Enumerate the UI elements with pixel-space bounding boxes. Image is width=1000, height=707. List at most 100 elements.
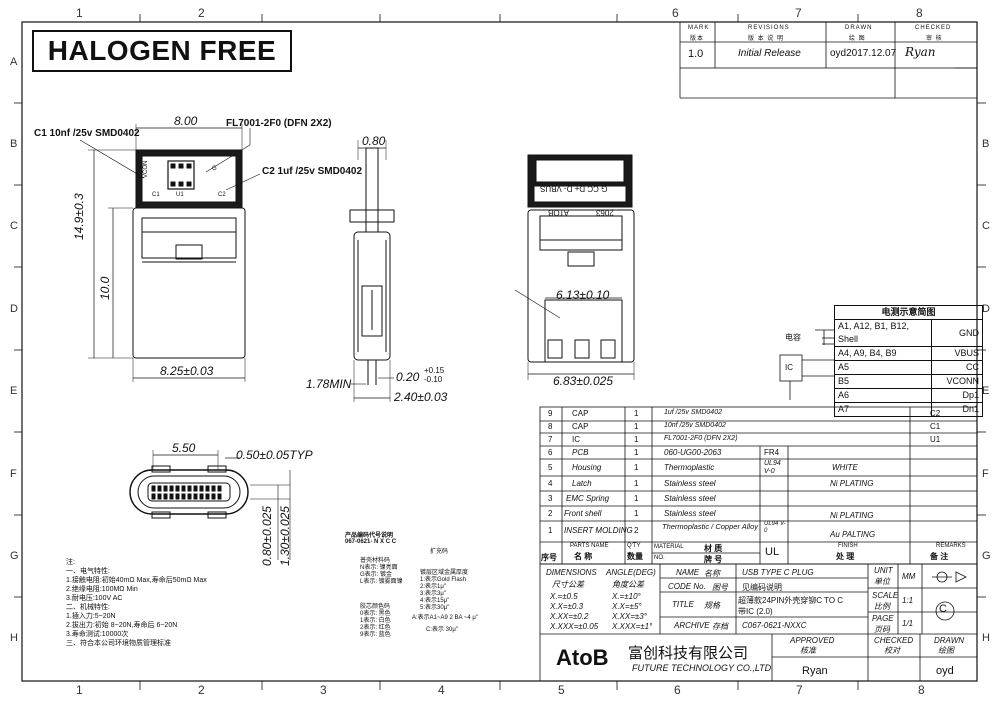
rev-drawn-value: oyd2017.12.07 xyxy=(830,48,897,59)
bom-qty: 1 xyxy=(634,422,639,431)
ordering-col2: 镀层区域金属厚度 1:表示Gold Flash 2:表示1μ" 3:表示3μ" … xyxy=(420,570,468,612)
legend-signal: CC xyxy=(931,360,983,375)
note-line: 三、符合本公司环境物质管理标准 xyxy=(66,640,171,647)
bom-material: 1uf /25v SMD0402 xyxy=(664,409,722,416)
tb-name-value: USB TYPE C PLUG xyxy=(742,568,814,577)
tb-angle-cn: 角度公差 xyxy=(612,580,644,589)
back-atob: ATOB xyxy=(548,208,570,217)
bom-hdr-remarks: REMARKS xyxy=(936,543,966,549)
bom-name: IC xyxy=(572,435,580,444)
ordering-col5: C:表示 30μ" xyxy=(426,627,458,633)
bom-hdr-finish: FINISH xyxy=(838,543,858,549)
rev-description: Initial Release xyxy=(738,48,801,59)
tb-drawn-label-cn: 绘图 xyxy=(938,646,954,655)
bom-name: EMC Spring xyxy=(566,494,610,503)
bom-hdr-material: MATERIAL xyxy=(654,544,684,550)
bom-hdr-remarks-cn: 备 注 xyxy=(930,552,949,561)
copyright-icon: C xyxy=(939,603,947,615)
grid-col-4-bottom: 4 xyxy=(438,683,445,697)
tb-scale-label: SCALE xyxy=(872,591,899,600)
ordering-col3-line: 胶芯颜色码 xyxy=(360,604,391,610)
grid-col-2-bottom: 2 xyxy=(198,683,205,697)
label-c2: C2 1uf /25v SMD0402 xyxy=(262,166,363,177)
legend-title: 电测示意简图 xyxy=(834,305,983,320)
ordering-col1-line: N表示: 镍亮面 xyxy=(360,565,398,571)
bom-remark: C1 xyxy=(930,422,941,431)
bom-hdr-material-cn: 材 质 xyxy=(704,544,723,553)
side-dim-width: 2.40±0.03 xyxy=(394,390,448,404)
bom-remark: C2 xyxy=(930,409,941,418)
bom-material: Stainless steel xyxy=(664,509,716,518)
bom-qty: 1 xyxy=(634,509,639,518)
note-line: 3.寿命测试:10000次 xyxy=(66,631,129,638)
end-dim-550: 5.50 xyxy=(172,441,196,455)
grid-row-e-right: E xyxy=(982,385,990,397)
tb-title-value-2: 带IC (2.0) xyxy=(738,607,773,616)
grid-row-b-right: B xyxy=(982,138,990,150)
front-dim-width: 8.00 xyxy=(174,114,198,128)
bom-material: 10nf /25v SMD0402 xyxy=(664,422,726,429)
tb-drawn-value: oyd xyxy=(936,665,954,677)
tb-tol-line: X.=±0.5 xyxy=(550,592,578,601)
bom-hdr-parts: PARTS NAME xyxy=(570,543,609,549)
legend-pins: A6 xyxy=(834,388,932,403)
ordering-col2-line: 3:表示3μ" xyxy=(420,591,446,597)
side-dim-tol-up: +0.15 xyxy=(424,366,445,375)
back-pcb-text: G CC D+ D- VBUS xyxy=(540,184,608,193)
bom-finish: Au PALTING xyxy=(830,530,876,539)
bom-grade: FR4 xyxy=(764,448,780,457)
company-logo: AtoB xyxy=(556,645,609,670)
rev-checked-header-cn: 审 核 xyxy=(926,36,943,42)
label-ic: FL7001-2F0 (DFN 2X2) xyxy=(226,118,332,129)
rev-revisions-header-cn: 版 本 说 明 xyxy=(748,36,785,42)
tb-scale-label-cn: 比例 xyxy=(874,602,890,611)
legend-signal: VBUS xyxy=(931,346,983,361)
pcb-g: G xyxy=(212,166,217,172)
rev-checked-signature: Ryan xyxy=(905,45,936,59)
ordering-col1-line: G表示: 镀金 xyxy=(360,572,393,578)
tb-angle-tol-line: X.XXX=±1° xyxy=(612,622,653,631)
bom-grade: UL94 V-0 xyxy=(764,521,786,534)
bom-no: 5 xyxy=(548,463,553,472)
tb-scale-value: 1:1 xyxy=(902,596,914,605)
note-line: 2.绝缘电阻:100MΩ Min xyxy=(66,586,138,593)
bom-material: Stainless steel xyxy=(664,479,716,488)
ordering-title: 产品编码代号说明 xyxy=(345,533,394,539)
bom-hdr-finish-cn: 处 理 xyxy=(836,552,855,561)
tb-name-label: NAME xyxy=(676,568,700,577)
ordering-col3: 胶芯颜色码 0表示: 黑色 1表示: 白色 2表示: 红色 9表示: 蓝色 xyxy=(360,604,391,639)
bom-no: 2 xyxy=(548,509,553,518)
bom-no: 7 xyxy=(548,435,553,444)
grid-col-8: 8 xyxy=(916,6,923,20)
bom-no: 9 xyxy=(548,409,553,418)
grid-row-g: G xyxy=(10,550,19,562)
ordering-col2-line: 5:表示30μ" xyxy=(420,605,450,611)
bom-no: 6 xyxy=(548,448,553,457)
bom-name: CAP xyxy=(572,422,589,431)
halogen-free-badge: HALOGEN FREE xyxy=(32,30,292,72)
front-dim-bottom: 8.25±0.03 xyxy=(160,364,214,378)
side-dim-tol-dn: -0.10 xyxy=(424,375,443,384)
ordering-col3-line: 2表示: 红色 xyxy=(360,625,391,631)
grid-row-c-right: C xyxy=(982,220,990,232)
front-dim-body: 10.0 xyxy=(98,276,112,300)
tb-drawn-label: DRAWN xyxy=(934,636,965,645)
rev-checked-header: CHECKED xyxy=(915,25,952,31)
bom-finish: WHITE xyxy=(832,463,858,472)
rev-drawn-header: DRAWN xyxy=(845,25,873,31)
bom-qty: 1 xyxy=(634,479,639,488)
ordering-suffix: 扩充码 xyxy=(430,549,449,555)
bom-finish: Ni PLATING xyxy=(830,511,874,520)
bom-material: FL7001-2F0 (DFN 2X2) xyxy=(664,435,738,442)
grid-row-g-right: G xyxy=(982,550,991,562)
legend-signal: Dn1 xyxy=(931,402,983,417)
note-line: 二、机械特性: xyxy=(66,604,110,611)
grid-row-f-right: F xyxy=(982,468,989,480)
company-name-cn: 富创科技有限公司 xyxy=(628,645,749,662)
end-dim-080: 0.80±0.025 xyxy=(260,506,274,566)
end-dim-050: 0.50±0.05TYP xyxy=(236,448,313,462)
